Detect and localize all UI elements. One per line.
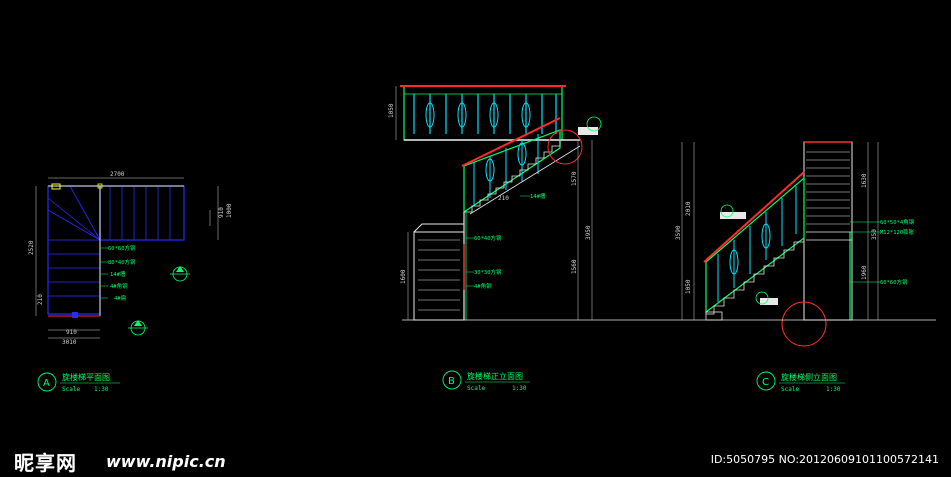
view-c-scale-label: Scale (781, 386, 799, 393)
front-dim-right-lower: 1560 (571, 259, 578, 274)
front-note-1: 14#槽 (530, 192, 546, 200)
view-b-scale-label: Scale (467, 385, 485, 392)
view-a-scale-value: 1:30 (94, 386, 109, 393)
plan-dim-sub-a: 910 (66, 329, 77, 336)
section-marker-1 (170, 266, 190, 282)
front-dim-right-total: 3950 (585, 225, 592, 240)
front-note-3: 30*30方钢 (474, 268, 502, 276)
view-b-letter: B (448, 376, 455, 387)
plan-note-3: 14#槽 (110, 270, 126, 278)
front-elevation-view-b: 1050 1570 1560 3950 1600 14#槽 60*40方钢 30… (388, 85, 602, 392)
plan-note-1: 60*60方钢 (108, 244, 136, 252)
plan-dim-left: 2520 (28, 240, 35, 255)
side-dim-left-total: 3590 (675, 225, 682, 240)
plan-dim-top: 2700 (110, 171, 125, 178)
section-marker-2 (128, 320, 148, 336)
side-note-1: 60*50*4角钢 (880, 218, 915, 226)
plan-dim-bottom: 3010 (62, 339, 77, 346)
view-a-scale-label: Scale (62, 386, 80, 393)
plan-view-a: 2700 2520 3010 910 210 910 1000 60*60方钢 … (28, 171, 233, 393)
watermark-logo: 昵享网 (14, 451, 77, 475)
side-elevation-view-c: 2010 3590 1050 1630 350 1960 60*50*4角钢 M… (600, 141, 936, 393)
view-c-title: 旋楼梯侧立面图 (781, 372, 837, 382)
side-note-3: 60*60方钢 (880, 278, 908, 286)
side-dim-right-upper: 1630 (861, 173, 868, 188)
side-dim-left-upper: 2010 (685, 201, 692, 216)
view-b-scale-value: 1:30 (512, 385, 527, 392)
plan-note-2: 80*40方钢 (108, 258, 136, 266)
front-note-4: 4#角钢 (474, 282, 492, 290)
view-a-letter: A (43, 378, 50, 389)
plan-dim-right-2: 1000 (226, 203, 233, 218)
plan-note-4: 4#角钢 (110, 282, 128, 290)
front-dim-top-rail: 1050 (388, 103, 395, 118)
front-dim-right-upper: 1570 (571, 171, 578, 186)
watermark-url: www.nipic.cn (106, 452, 226, 471)
view-b-title: 旋楼梯正立面图 (467, 371, 523, 381)
view-c-letter: C (762, 377, 769, 388)
plan-note-5: 4#扁 (114, 294, 126, 302)
front-note-5: 210 (498, 195, 509, 202)
view-a-title: 旋楼梯平面图 (62, 372, 110, 382)
view-c-scale-value: 1:30 (826, 386, 841, 393)
side-dim-right-mid: 350 (871, 229, 878, 240)
side-dim-left-lower: 1050 (685, 279, 692, 294)
watermark-id: ID:5050795 NO:20120609101100572141 (710, 453, 939, 466)
front-dim-left-low: 1600 (400, 269, 407, 284)
plan-dim-sub-b: 210 (37, 294, 44, 305)
plan-dim-right-1: 910 (218, 207, 225, 218)
side-dim-right-lower: 1960 (861, 265, 868, 280)
front-note-2: 60*40方钢 (474, 234, 502, 242)
side-note-2: M12*120膨胀 (880, 228, 915, 236)
